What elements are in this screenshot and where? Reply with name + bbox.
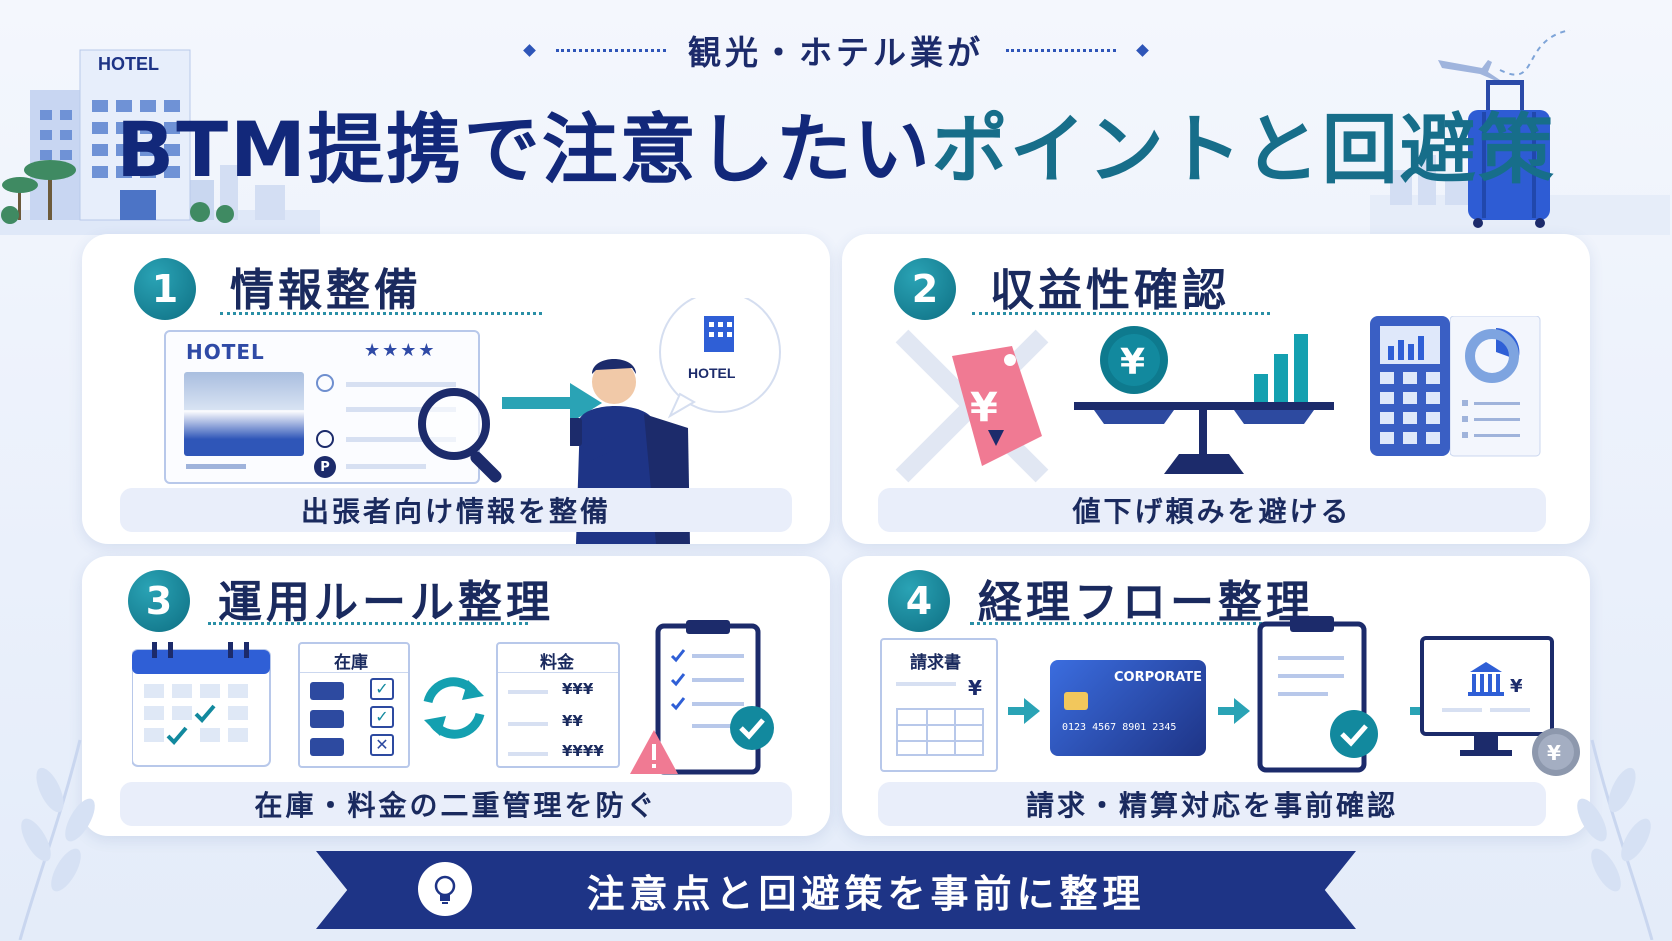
listing-label: HOTEL [186, 340, 265, 364]
report-document-icon [1450, 316, 1541, 457]
arrow-right-icon [502, 383, 602, 423]
text-line [346, 382, 456, 387]
balance-scale-icon: ¥ [1074, 326, 1334, 474]
card-title: 収益性確認 [990, 265, 1230, 316]
card-accounting-flow: 4 経理フロー整理 請求書 ¥ CORPORATE 0123 4567 8901… [842, 556, 1590, 836]
corporate-card: CORPORATE 0123 4567 8901 2345 [1050, 660, 1206, 756]
diamond-icon [523, 43, 536, 57]
card-number-badge: 1 [134, 258, 196, 320]
arrow-right-icon [1008, 698, 1040, 724]
card-brand: CORPORATE [1114, 670, 1202, 685]
card-profitability: 2 収益性確認 ¥ ¥ [842, 234, 1590, 544]
title-underline [970, 622, 1288, 625]
wifi-icon [316, 430, 334, 448]
divider [896, 724, 984, 726]
page-title: BTM提携で注意したいポイントと回避策 [0, 88, 1672, 198]
sync-icon [423, 677, 485, 739]
lightbulb-icon [418, 862, 472, 916]
star-rating: ★★★★ [364, 340, 437, 361]
arrow-right-icon [1218, 698, 1250, 724]
wifi-icon [316, 374, 334, 392]
card-number-badge: 2 [894, 258, 956, 320]
airplane-icon [1438, 60, 1500, 80]
price-panel: 料金 ¥¥¥ ¥¥ ¥¥¥¥ [496, 642, 620, 768]
text-line [508, 752, 548, 756]
price-value: ¥¥¥ [562, 680, 594, 698]
text-line [896, 682, 956, 686]
travel-illustration [1370, 29, 1670, 235]
title-underline [208, 622, 528, 625]
page-subtitle: 観光・ホテル業が [688, 33, 984, 72]
text-line [508, 690, 548, 694]
summary-banner-text: 注意点と回避策を事前に整理 [586, 871, 1146, 916]
summary-banner: 注意点と回避策を事前に整理 [316, 851, 1356, 929]
calendar-icon [132, 642, 271, 767]
card-number-badge: 4 [888, 570, 950, 632]
title-underline [220, 312, 542, 315]
invoice-document: 請求書 ¥ [880, 638, 998, 772]
yen-symbol: ¥ [968, 676, 982, 700]
text-line [346, 464, 426, 469]
calculator-icon [1370, 316, 1450, 456]
invoice-table [896, 708, 984, 756]
divider [498, 672, 618, 673]
card-title: 情報整備 [230, 265, 422, 316]
price-value: ¥¥ [562, 712, 583, 730]
card-operation-rules: 3 運用ルール整理 在庫 ✓ ✓ ✕ 料金 ¥¥¥ [82, 556, 830, 836]
card-caption: 値下げ頼みを避ける [878, 488, 1546, 532]
checklist-clipboard-icon [630, 620, 774, 775]
divider [896, 740, 984, 742]
divider [954, 708, 956, 756]
check-icon: ✓ [370, 706, 394, 728]
text-line [346, 407, 456, 412]
price-label: 料金 [540, 653, 574, 673]
suitcase-icon [1468, 80, 1550, 228]
card-caption: 在庫・料金の二重管理を防ぐ [120, 782, 792, 826]
title-underline [972, 312, 1270, 315]
price-value: ¥¥¥¥ [562, 742, 604, 760]
card-caption: 請求・精算対応を事前確認 [878, 782, 1546, 826]
price-tag-icon: ¥ [895, 329, 1049, 483]
card-number: 0123 4567 8901 2345 [1062, 722, 1177, 733]
subtitle-row: 観光・ホテル業が [0, 28, 1672, 72]
check-icon: ✓ [370, 678, 394, 700]
leaf-decoration [18, 739, 95, 940]
magnifier-icon [418, 388, 502, 483]
accounting-monitor-icon: ¥ ¥ [1420, 636, 1580, 776]
leaf-decoration [1577, 739, 1654, 940]
card-caption: 出張者向け情報を整備 [120, 488, 792, 532]
car-icon [310, 710, 344, 728]
hotel-building-illustration: HOTEL [0, 49, 320, 235]
divider [556, 48, 666, 52]
bubble-hotel-label: HOTEL [688, 365, 736, 381]
card-info-preparation: 1 情報整備 HOTEL ★★★★ P HOTEL 出張者 [82, 234, 830, 544]
coin-symbol: ¥ [1120, 342, 1145, 383]
inventory-label: 在庫 [334, 653, 368, 673]
title-part-1: BTM提携で注意したい [116, 105, 932, 194]
divider [926, 708, 928, 756]
invoice-label: 請求書 [910, 653, 961, 673]
card-title: 経理フロー整理 [978, 577, 1314, 628]
text-line [186, 464, 246, 469]
car-icon [310, 738, 344, 756]
card-number-badge: 3 [128, 570, 190, 632]
divider [300, 672, 408, 673]
monitor-yen-symbol: ¥ [1510, 676, 1523, 697]
diamond-icon [1136, 43, 1149, 57]
divider [1006, 48, 1116, 52]
svg-text:¥: ¥ [970, 385, 998, 431]
cross-icon: ✕ [370, 734, 394, 756]
room-photo [184, 372, 304, 456]
text-line [346, 437, 456, 442]
inventory-panel: 在庫 ✓ ✓ ✕ [298, 642, 410, 768]
car-icon [310, 682, 344, 700]
title-part-2: ポイントと回避策 [931, 105, 1556, 194]
hotel-sign: HOTEL [98, 54, 159, 74]
parking-icon: P [314, 456, 336, 478]
approval-clipboard-icon [1257, 616, 1378, 773]
svg-text:¥: ¥ [1547, 741, 1561, 765]
chip-icon [1064, 692, 1088, 710]
text-line [508, 722, 548, 726]
card-title: 運用ルール整理 [218, 577, 554, 628]
